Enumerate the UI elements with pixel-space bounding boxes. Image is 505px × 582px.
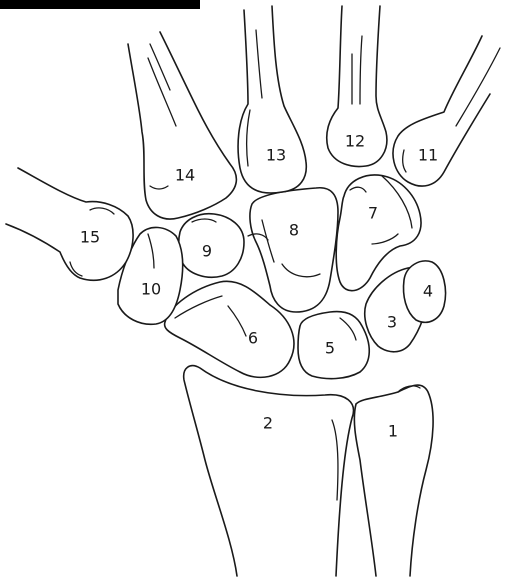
label-hamate: 7 [368,204,378,223]
bone-ulna: 1 [354,385,433,576]
header-bar [0,0,200,9]
label-capitate: 8 [289,221,299,240]
bone-metacarpal-3: 13 [238,6,306,193]
label-ulna: 1 [388,422,398,441]
bone-metacarpal-4: 12 [327,6,387,166]
label-metacarpal-1: 15 [80,228,100,247]
label-scaphoid: 6 [248,329,258,348]
label-trapezium: 10 [141,280,161,299]
label-pisiform: 4 [423,282,433,301]
bone-pisiform: 4 [404,261,446,322]
bone-radius: 2 [184,366,354,576]
label-metacarpal-5: 11 [418,146,438,165]
label-metacarpal-4: 12 [345,132,365,151]
bone-trapezoid: 9 [179,214,244,278]
bone-metacarpal-1: 15 [6,168,133,280]
bone-metacarpal-2: 14 [128,32,236,219]
bone-lunate: 5 [298,312,369,379]
label-triquetrum: 3 [387,313,397,332]
bone-capitate: 8 [248,188,338,312]
label-lunate: 5 [325,339,335,358]
label-trapezoid: 9 [202,242,212,261]
label-metacarpal-2: 14 [175,166,195,185]
bone-metacarpal-5: 11 [393,36,500,186]
label-radius: 2 [263,414,273,433]
label-metacarpal-3: 13 [266,146,286,165]
